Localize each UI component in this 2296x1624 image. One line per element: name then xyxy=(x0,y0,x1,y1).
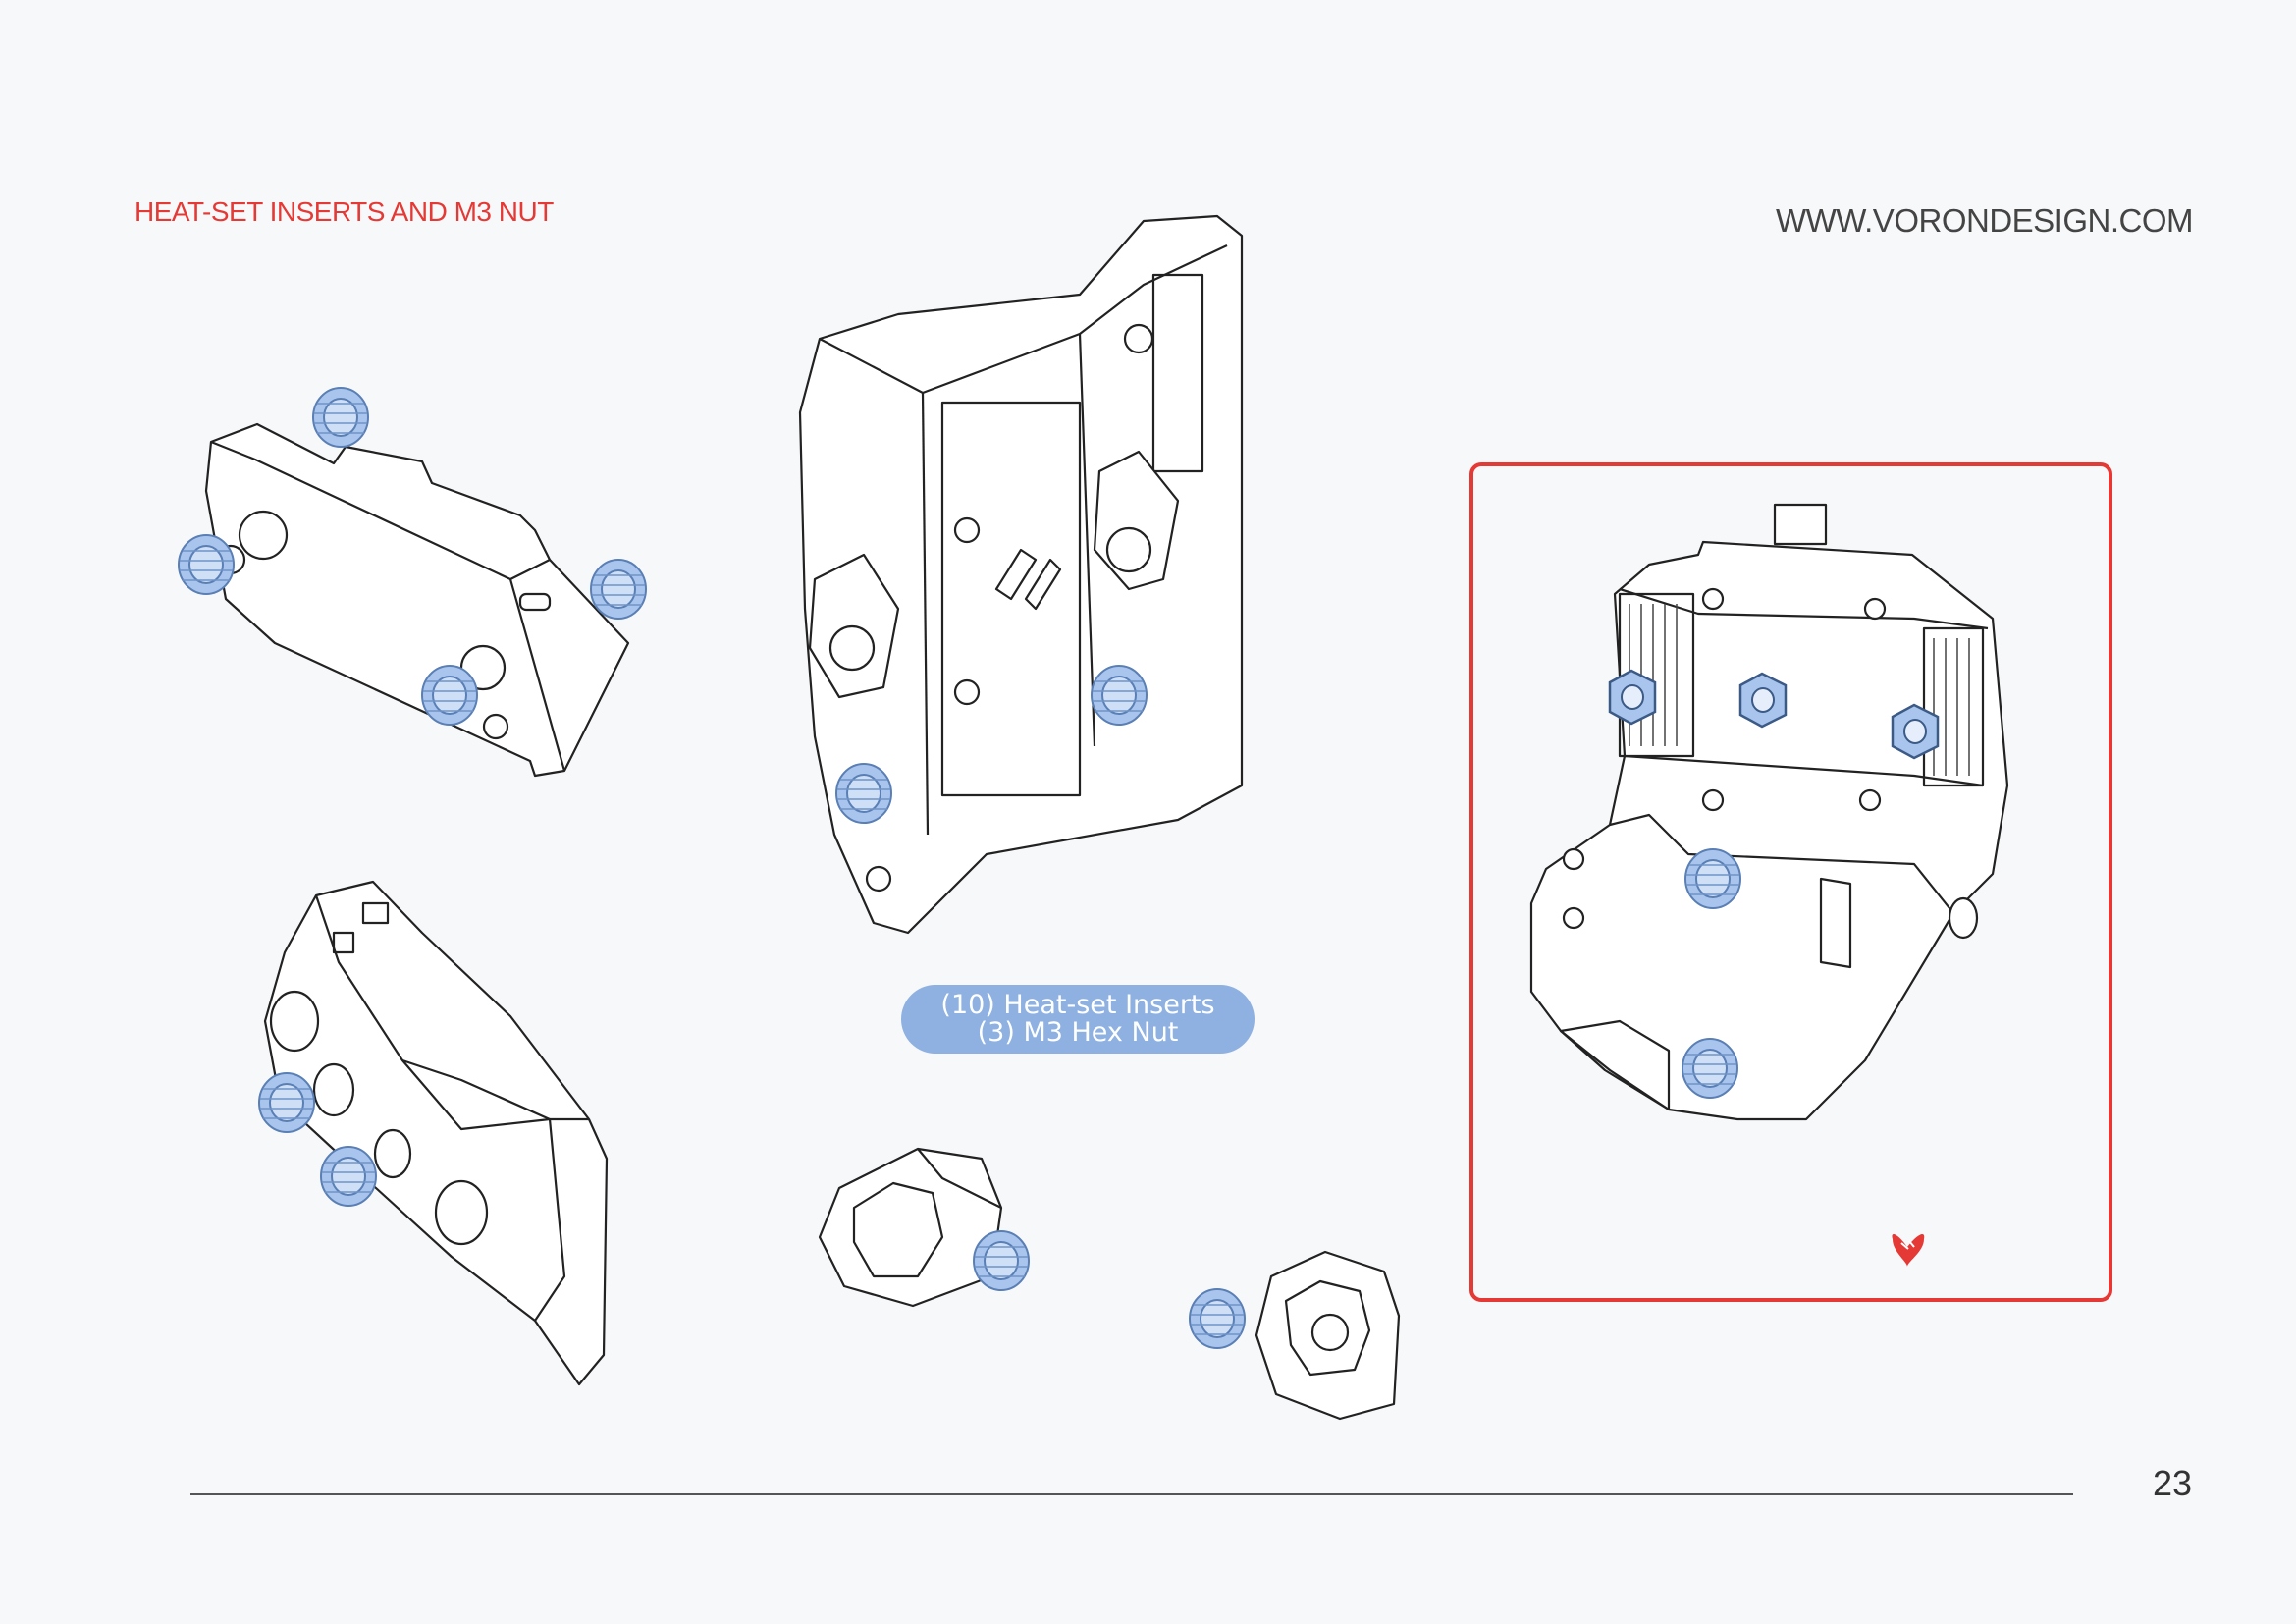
insert xyxy=(312,387,369,448)
insert xyxy=(421,665,478,726)
angled-part-with-three-inserts xyxy=(263,880,609,1386)
section-title: HEAT-SET INSERTS AND M3 NUT xyxy=(134,196,554,227)
insert xyxy=(590,559,647,620)
carriage-frame-with-two-inserts xyxy=(798,214,1244,935)
insert xyxy=(1189,1288,1246,1349)
parts-callout-inserts: (10) Heat-set Inserts xyxy=(940,990,1215,1020)
parts-callout-nuts: (3) M3 Hex Nut xyxy=(977,1017,1179,1048)
footer-divider xyxy=(190,1493,2073,1495)
small-block-with-insert-right xyxy=(1255,1250,1401,1421)
part-with-four-inserts xyxy=(204,422,630,778)
insert xyxy=(973,1230,1030,1291)
voron-logo-icon xyxy=(1892,1233,1925,1267)
insert xyxy=(835,763,892,824)
page-number: 23 xyxy=(2152,1463,2192,1503)
highlight-box xyxy=(1469,462,2112,1302)
insert xyxy=(178,534,235,595)
website-url[interactable]: WWW.VORONDESIGN.COM xyxy=(1776,202,2193,239)
parts-callout: (10) Heat-set Inserts (3) M3 Hex Nut xyxy=(901,985,1255,1054)
insert xyxy=(258,1072,315,1133)
insert xyxy=(320,1146,377,1207)
small-block-with-insert-left xyxy=(818,1147,1003,1308)
insert xyxy=(1091,665,1148,726)
